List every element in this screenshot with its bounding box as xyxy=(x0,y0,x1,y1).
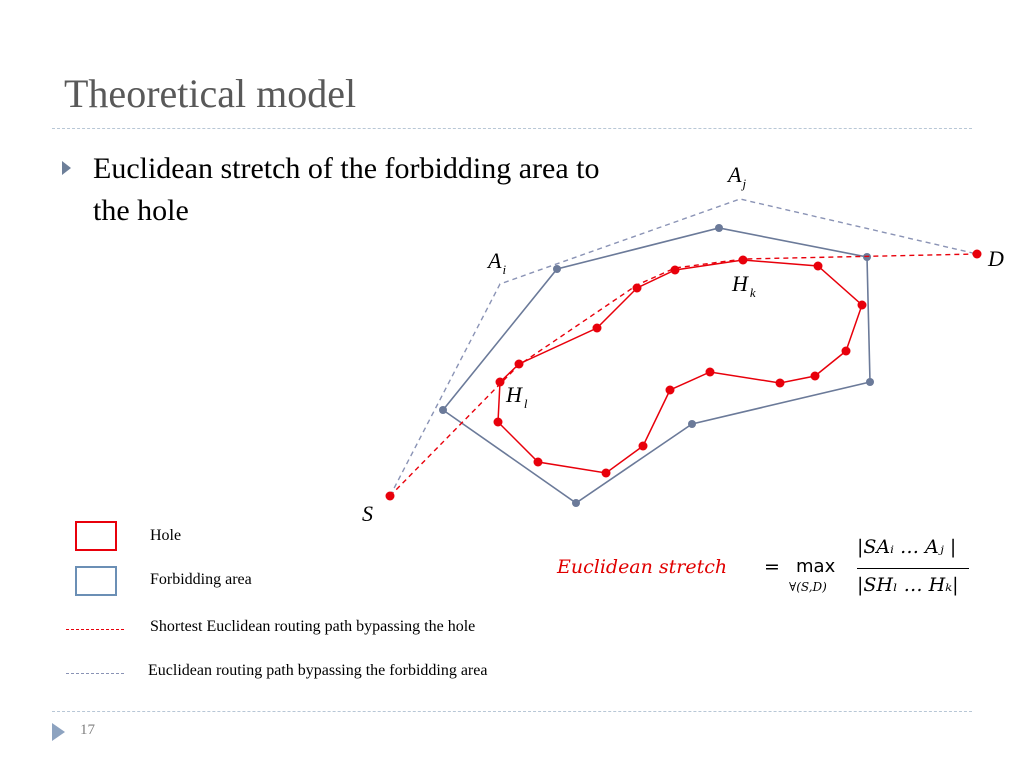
forbidding-area-polygon xyxy=(441,227,871,504)
formula-denominator: |SHₗ … Hₖ| xyxy=(857,574,959,596)
hole-vertex xyxy=(810,371,820,381)
label-s: S xyxy=(362,501,373,526)
bullet-item: Euclidean stretch of the forbidding area… xyxy=(62,148,622,232)
forbidding-routing-path xyxy=(389,198,978,497)
hole-vertex xyxy=(514,359,524,369)
hole-vertex xyxy=(775,378,785,388)
title-divider xyxy=(52,128,972,129)
hole-vertex xyxy=(738,255,748,265)
forbidding-vertex xyxy=(572,499,580,507)
forbidding-vertex xyxy=(866,378,874,386)
forbidding-vertex xyxy=(553,265,561,273)
hole-vertex xyxy=(533,457,543,467)
hole-vertex xyxy=(857,300,867,310)
footer-divider xyxy=(52,711,972,712)
legend-forbidding-path-label: Euclidean routing path bypassing the for… xyxy=(148,662,488,679)
legend-forbidding-path-line xyxy=(66,673,124,674)
hole-vertex xyxy=(665,385,675,395)
hole-vertex xyxy=(670,265,680,275)
destination-node xyxy=(972,249,982,259)
legend-shortest-line xyxy=(66,629,124,630)
legend-hole-swatch xyxy=(75,521,117,551)
hole-vertex xyxy=(592,323,602,333)
label-aj: Aj xyxy=(726,162,746,191)
forbidding-area-vertices xyxy=(439,224,874,507)
source-node xyxy=(385,491,395,501)
label-d: D xyxy=(987,246,1004,271)
legend-shortest-label: Shortest Euclidean routing path bypassin… xyxy=(150,618,476,635)
stretch-formula: Euclidean stretch = max ∀(S,D) |SAᵢ … Aⱼ… xyxy=(557,534,977,604)
forbidding-vertex xyxy=(439,406,447,414)
hole-vertex xyxy=(813,261,823,271)
hole-vertex xyxy=(638,441,648,451)
hole-vertex xyxy=(495,377,505,387)
bullet-arrow-icon xyxy=(62,161,71,175)
legend-forbidding-swatch xyxy=(75,566,117,596)
hole-vertices xyxy=(493,255,867,478)
footer-arrow-icon xyxy=(52,723,65,741)
hole-polygon xyxy=(497,259,863,474)
hole-vertex xyxy=(601,468,611,478)
hole-vertex xyxy=(632,283,642,293)
hole-vertex xyxy=(705,367,715,377)
forbidding-vertex xyxy=(688,420,696,428)
page-number: 17 xyxy=(80,722,95,738)
formula-numerator: |SAᵢ … Aⱼ | xyxy=(857,536,957,558)
shortest-routing-path xyxy=(389,253,978,497)
forbidding-vertex xyxy=(715,224,723,232)
formula-name: Euclidean stretch xyxy=(557,556,728,578)
formula-max: max xyxy=(796,556,836,577)
formula-equals: = xyxy=(764,556,780,578)
legend-hole-label: Hole xyxy=(150,527,182,544)
bullet-text: Euclidean stretch of the forbidding area… xyxy=(93,152,600,227)
hole-vertex xyxy=(493,417,503,427)
hole-vertex xyxy=(841,346,851,356)
formula-subscript: ∀(S,D) xyxy=(789,580,827,594)
label-ai: Ai xyxy=(486,248,506,277)
legend-forbidding-label: Forbidding area xyxy=(150,571,252,588)
fraction-bar xyxy=(857,568,969,569)
slide-title: Theoretical model xyxy=(64,71,357,116)
